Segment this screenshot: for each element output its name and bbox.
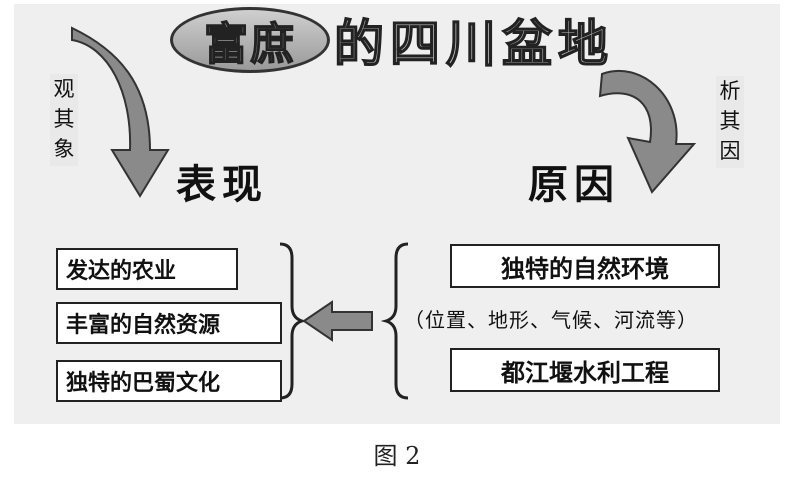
manifestation-box-resources: 丰富的自然资源 bbox=[56, 302, 282, 344]
manifestation-box-agriculture: 发达的农业 bbox=[56, 248, 238, 290]
manifestation-box-culture: 独特的巴蜀文化 bbox=[56, 360, 282, 402]
cause-environment-note: （位置、地形、气候、河流等） bbox=[404, 308, 698, 332]
figure-caption: 图 2 bbox=[373, 442, 421, 470]
left-brace bbox=[279, 242, 308, 400]
right-brace bbox=[380, 242, 409, 400]
left-curved-arrow bbox=[71, 26, 170, 198]
cause-to-effect-arrow bbox=[302, 300, 373, 342]
diagram-title: 富庶 的四川盆地 bbox=[170, 4, 614, 76]
cause-box-dujiangyan: 都江堰水利工程 bbox=[450, 348, 720, 392]
cause-box-environment: 独特的自然环境 bbox=[450, 244, 720, 288]
heading-cause: 原因 bbox=[528, 162, 620, 208]
title-oval: 富庶 bbox=[170, 7, 330, 73]
heading-manifestation: 表现 bbox=[176, 162, 268, 208]
side-label-right: 析其因 bbox=[716, 76, 744, 168]
right-curved-arrow bbox=[598, 69, 697, 194]
title-rest: 的四川盆地 bbox=[333, 14, 614, 74]
side-label-left: 观其象 bbox=[50, 74, 78, 166]
